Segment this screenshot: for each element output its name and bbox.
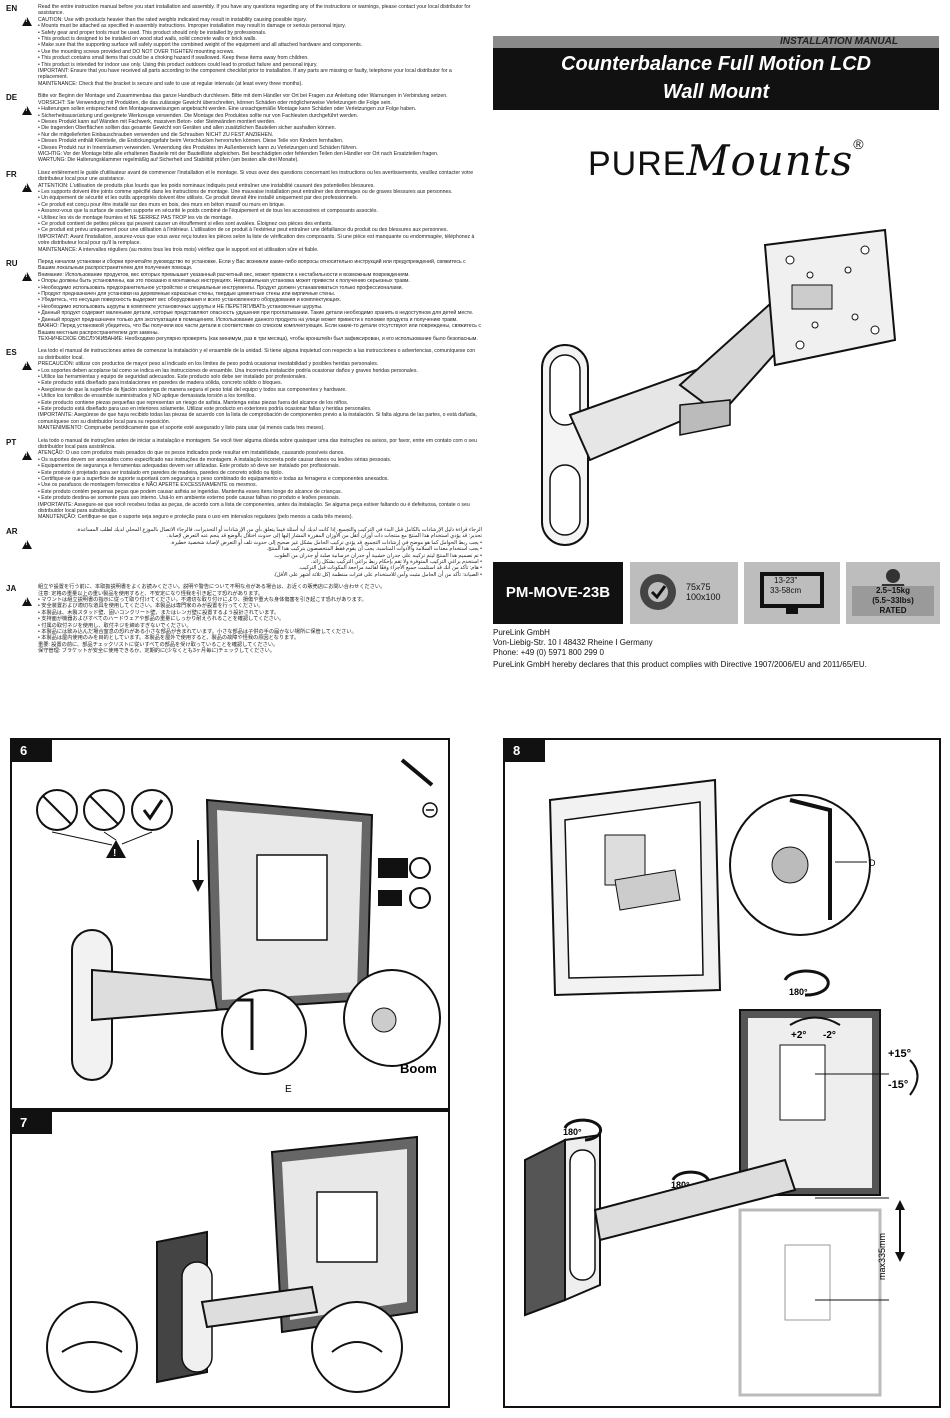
company-address: PureLink GmbH Von-Liebig-Str. 10 I 48432… [493, 628, 653, 657]
swivel-minus: -15° [888, 1079, 908, 1091]
instructions-de: DE Bitte vor Beginn der Montage und Zusam… [6, 93, 482, 163]
instructions-en: EN Read the entire instruction manual bef… [6, 4, 482, 87]
model-number: PM-MOVE-23B [493, 562, 623, 624]
instructions-ru: RU Перед началом установки и сборки прочи… [6, 259, 482, 342]
warning-icon [22, 182, 32, 192]
lang-text: Leia todo o manual de instruções antes d… [38, 437, 477, 521]
swivel-plus: +15° [888, 1048, 911, 1060]
lang-code: DE [6, 93, 18, 103]
lang-code: FR [6, 169, 17, 179]
weight-rated: RATED [879, 606, 907, 615]
warning-icon [22, 272, 32, 282]
lang-text: الرجاء قراءة دليل الإرشادات بالكامل قبل … [76, 526, 482, 578]
brand-part-2: Mounts [686, 136, 854, 185]
lang-code: RU [6, 259, 18, 269]
warning-icon [22, 597, 32, 607]
lang-text: Bitte vor Beginn der Montage und Zusamme… [38, 93, 448, 164]
instructions-fr: FR Lisez entièrement le guide d'utilisate… [6, 170, 482, 253]
instructions-ja: JA 組立や設置を行う前に、本取扱説明書をよくお読みください。説明や警告について不… [6, 584, 482, 654]
step-6-panel: 6 ! E Boom [10, 738, 450, 1110]
step-8-number: 8 [505, 740, 545, 762]
lang-text: Lea todo el manual de instrucciones ante… [38, 348, 477, 432]
manual-label: INSTALLATION MANUAL [780, 36, 898, 47]
label-boom: Boom [400, 1061, 437, 1076]
multilingual-instructions: EN Read the entire instruction manual bef… [6, 4, 482, 664]
tilt-minus: -2° [823, 1030, 836, 1041]
weight-kg: 2.5~15kg [875, 586, 911, 595]
warning-icon [22, 539, 32, 549]
lang-code: EN [6, 4, 18, 13]
svg-text:!: ! [113, 848, 116, 859]
warning-icon [22, 106, 32, 116]
lang-code: PT [6, 437, 17, 447]
lang-text: Перед началом установки и сборки прочита… [38, 259, 482, 342]
vesa-size-1: 75x75 [686, 582, 711, 592]
header-bar [493, 36, 939, 48]
step-6-number: 6 [12, 740, 52, 762]
max-height: max335mm [877, 1233, 887, 1280]
step-7-illustration [46, 1135, 418, 1393]
size-cm: 33-58cm [770, 586, 802, 595]
instructions-ar: AR الرجاء قراءة دليل الإرشادات بالكامل قب… [6, 527, 482, 578]
weight-spec: 2.5~15kg (5.5~33lbs) RATED [846, 562, 940, 624]
title-line-2: Wall Mount [662, 81, 770, 103]
lang-code: AR [6, 526, 18, 536]
warning-icon [22, 361, 32, 371]
title-box: Counterbalance Full Motion LCD Wall Moun… [493, 48, 939, 110]
lang-text: Lisez entièrement le guide d'utilisateur… [38, 169, 475, 253]
instructions-es: ES Lea todo el manual de instrucciones an… [6, 348, 482, 431]
title-line-1: Counterbalance Full Motion LCD [561, 53, 871, 75]
label-e: E [285, 1084, 292, 1095]
vesa-size-2: 100x100 [686, 592, 721, 602]
warning-icon [22, 17, 32, 26]
brand-part-1: PURE [588, 145, 687, 183]
weight-lbs: (5.5~33lbs) [872, 596, 914, 605]
product-illustration [541, 228, 897, 546]
tilt-plus: +2° [791, 1030, 806, 1041]
rot-180-arm: 180° [671, 1180, 690, 1190]
brand-logo: PUREMounts® [588, 136, 865, 185]
label-d: D [869, 858, 876, 868]
monitor-icon [760, 572, 824, 614]
warning-icon [22, 450, 32, 460]
vesa-spec: 75x75 100x100 [630, 562, 738, 624]
brand-reg: ® [853, 136, 865, 152]
rot-180-wall: 180° [563, 1127, 582, 1137]
screen-size-spec: 13-23" 33-58cm [744, 562, 840, 624]
rot-180-top: 180° [789, 987, 808, 997]
lang-code: JA [6, 584, 17, 594]
compliance-declaration: PureLink GmbH hereby declares that this … [493, 660, 867, 669]
lang-code: ES [6, 348, 17, 358]
lang-text: 組立や設置を行う前に、本取扱説明書をよくお読みください。説明や警告について不明な… [38, 584, 386, 655]
step-7-number: 7 [12, 1112, 52, 1134]
step-7-panel: 7 [10, 1110, 450, 1408]
lang-text: Read the entire instruction manual befor… [38, 4, 471, 87]
size-inches: 13-23" [774, 576, 798, 585]
vesa-icon [640, 574, 676, 610]
instructions-pt: PT Leia todo o manual de instruções antes… [6, 438, 482, 521]
step-6-illustration: ! E Boom [36, 758, 441, 1095]
step-8-illustration: D 180° +2° -2° +15° -15° 180° 180° max33… [524, 778, 919, 1397]
step-8-panel: 8 D 180° +2° -2° +15° -15° 180° 180° [503, 738, 941, 1408]
